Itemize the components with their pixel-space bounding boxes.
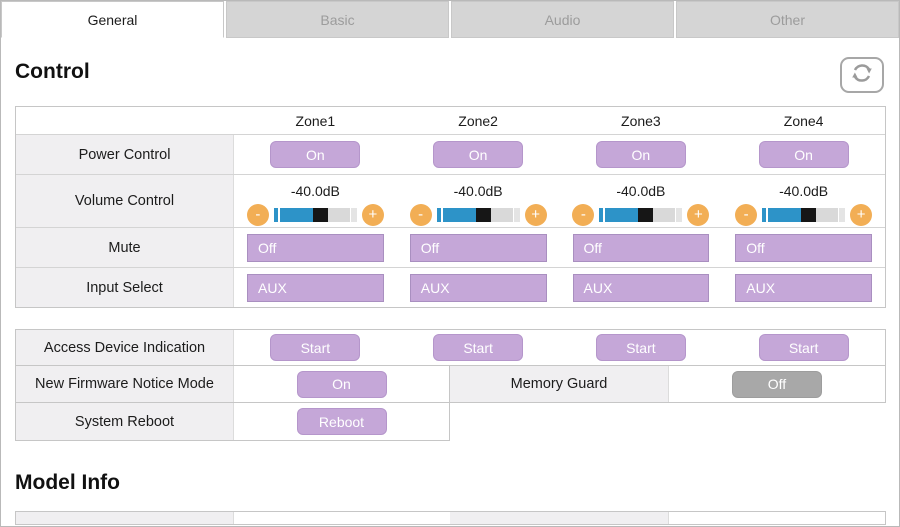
slider-track-end xyxy=(513,207,520,222)
volume-value-zone4: -40.0dB xyxy=(779,182,829,199)
system-reboot-row: System Reboot Reboot xyxy=(15,403,450,441)
mute-select-zone4[interactable]: Off xyxy=(735,233,872,262)
reboot-button[interactable]: Reboot xyxy=(296,408,387,435)
zone2-header: Zone2 xyxy=(458,112,498,129)
input-select-zone2[interactable]: AUX xyxy=(409,273,547,302)
slider-fill xyxy=(442,207,476,222)
mute-select-zone2[interactable]: Off xyxy=(409,233,547,262)
volume-control-label: Volume Control xyxy=(16,175,234,227)
slider-track-end xyxy=(676,207,683,222)
slider-handle[interactable] xyxy=(312,207,328,222)
memory-guard-button[interactable]: Off xyxy=(732,370,822,398)
volume-value-zone2: -40.0dB xyxy=(453,182,503,199)
device-settings-table: Access Device Indication Start Start Sta… xyxy=(15,329,886,441)
input-select-zone1[interactable]: AUX xyxy=(247,273,384,302)
model-info-label-cell xyxy=(16,512,234,524)
zone4-header: Zone4 xyxy=(783,112,824,129)
zone3-header: Zone3 xyxy=(621,112,661,129)
slider-fill xyxy=(605,207,639,222)
refresh-icon xyxy=(849,61,875,90)
mute-select-zone3[interactable]: Off xyxy=(572,233,710,262)
slider-handle[interactable] xyxy=(638,207,654,222)
slider-handle[interactable] xyxy=(475,207,491,222)
mute-label: Mute xyxy=(16,228,234,267)
power-button-zone4[interactable]: On xyxy=(758,141,849,168)
input-select-zone4[interactable]: AUX xyxy=(735,273,872,302)
tab-other[interactable]: Other xyxy=(676,1,899,38)
firmware-notice-button[interactable]: On xyxy=(296,370,387,398)
tab-bar: General Basic Audio Other xyxy=(1,1,899,38)
volume-plus-button-zone4[interactable]: + xyxy=(850,203,873,226)
start-button-zone1[interactable]: Start xyxy=(270,334,361,361)
mute-select-zone1[interactable]: Off xyxy=(247,233,384,262)
volume-value-zone3: -40.0dB xyxy=(616,182,666,199)
slider-fill xyxy=(279,207,313,222)
model-info-value-cell xyxy=(234,512,450,524)
volume-plus-button-zone2[interactable]: + xyxy=(524,203,547,226)
memory-guard-label: Memory Guard xyxy=(450,366,669,402)
power-control-row: Power Control On On On On xyxy=(16,134,885,174)
power-button-zone2[interactable]: On xyxy=(433,141,524,168)
slider-track-end xyxy=(839,207,846,222)
volume-minus-button-zone2[interactable]: - xyxy=(409,203,432,226)
power-button-zone1[interactable]: On xyxy=(270,141,361,168)
zone-control-table: Zone1 Zone2 Zone3 Zone4 Power Control On… xyxy=(15,106,886,308)
model-info-table-partial xyxy=(15,511,886,525)
model-info-value-cell xyxy=(669,512,885,524)
tab-general[interactable]: General xyxy=(1,1,224,38)
volume-minus-button-zone1[interactable]: - xyxy=(246,203,269,226)
start-button-zone3[interactable]: Start xyxy=(595,334,686,361)
access-device-label: Access Device Indication xyxy=(16,330,234,365)
control-section-title: Control xyxy=(15,60,90,83)
slider-track-rest xyxy=(327,207,350,222)
slider-min-tick xyxy=(599,207,604,222)
volume-plus-button-zone3[interactable]: + xyxy=(687,203,710,226)
volume-slider-zone4[interactable] xyxy=(762,207,846,222)
volume-value-zone1: -40.0dB xyxy=(290,182,340,199)
input-select-row: Input Select AUX AUX AUX AUX xyxy=(16,267,885,307)
slider-fill xyxy=(768,207,802,222)
refresh-button[interactable] xyxy=(840,57,884,93)
firmware-notice-label: New Firmware Notice Mode xyxy=(16,366,234,402)
access-device-row: Access Device Indication Start Start Sta… xyxy=(15,329,886,366)
power-button-zone3[interactable]: On xyxy=(595,141,686,168)
volume-control-row: Volume Control -40.0dB - + -40.0dB xyxy=(16,174,885,227)
header-empty-cell xyxy=(16,107,234,134)
slider-track-rest xyxy=(490,207,513,222)
power-control-label: Power Control xyxy=(16,135,234,174)
volume-plus-button-zone1[interactable]: + xyxy=(361,203,384,226)
model-info-section-title: Model Info xyxy=(15,471,120,494)
volume-minus-button-zone4[interactable]: - xyxy=(735,203,758,226)
slider-min-tick xyxy=(436,207,441,222)
mute-row: Mute Off Off Off Off xyxy=(16,227,885,267)
slider-track-end xyxy=(350,207,357,222)
slider-min-tick xyxy=(762,207,767,222)
system-reboot-label: System Reboot xyxy=(16,403,234,440)
slider-track-rest xyxy=(653,207,676,222)
volume-slider-zone1[interactable] xyxy=(273,207,357,222)
zone-header-row: Zone1 Zone2 Zone3 Zone4 xyxy=(16,107,885,134)
firmware-memory-row: New Firmware Notice Mode On Memory Guard… xyxy=(15,366,886,403)
slider-handle[interactable] xyxy=(801,207,817,222)
input-select-zone3[interactable]: AUX xyxy=(572,273,710,302)
volume-slider-zone3[interactable] xyxy=(599,207,683,222)
model-info-label-cell xyxy=(450,512,669,524)
start-button-zone4[interactable]: Start xyxy=(758,334,849,361)
tab-basic[interactable]: Basic xyxy=(226,1,449,38)
zone1-header: Zone1 xyxy=(295,112,336,129)
tab-audio[interactable]: Audio xyxy=(451,1,674,38)
start-button-zone2[interactable]: Start xyxy=(433,334,524,361)
slider-min-tick xyxy=(273,207,278,222)
input-select-label: Input Select xyxy=(16,268,234,307)
volume-slider-zone2[interactable] xyxy=(436,207,520,222)
slider-track-rest xyxy=(816,207,839,222)
volume-minus-button-zone3[interactable]: - xyxy=(572,203,595,226)
